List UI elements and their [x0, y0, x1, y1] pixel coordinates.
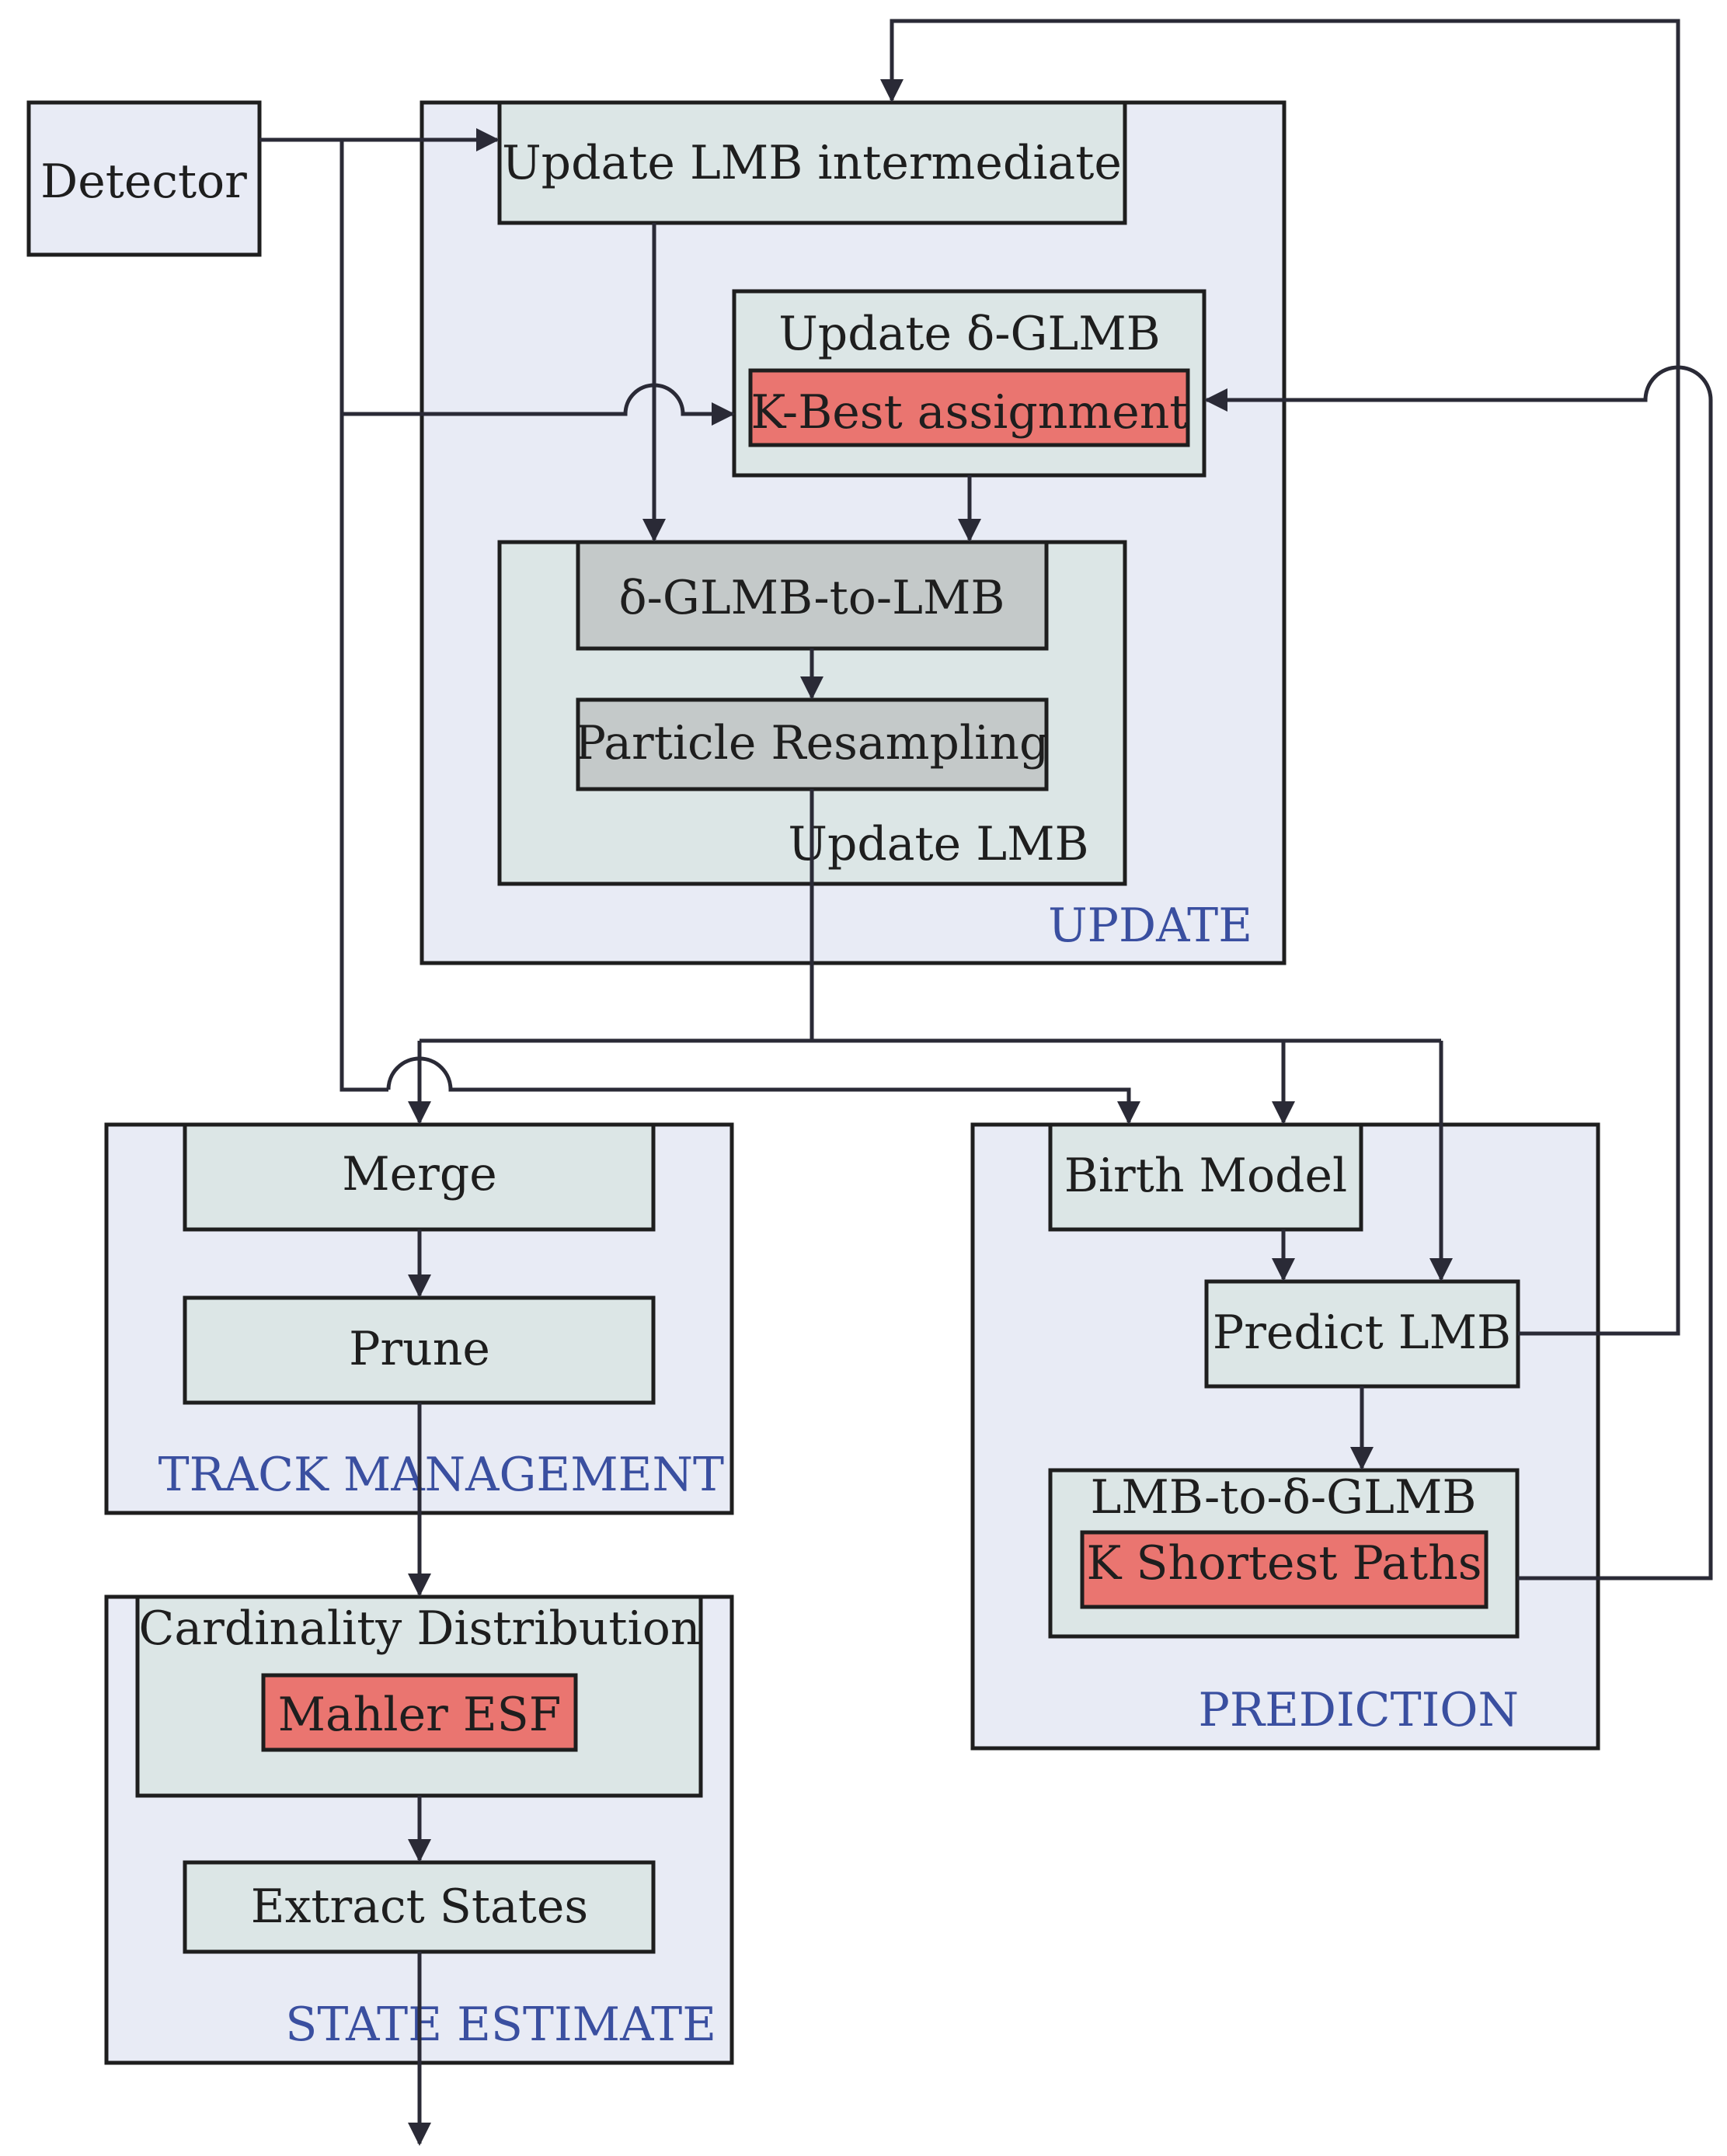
- predict-lmb-label: Predict LMB: [1213, 1306, 1511, 1360]
- kbest-assignment-label: K-Best assignment: [750, 385, 1188, 440]
- birth-model-label: Birth Model: [1064, 1149, 1347, 1203]
- detector-label: Detector: [40, 155, 247, 209]
- cardinality-distribution-block: [135, 1594, 703, 1798]
- particle-resampling-label: Particle Resampling: [575, 716, 1050, 770]
- glmb-to-lmb-block: [576, 540, 1049, 651]
- update-lmb-intermediate-block: [497, 100, 1127, 225]
- update-glmb-label: Update δ-GLMB: [778, 307, 1161, 361]
- merge-label: Merge: [342, 1147, 497, 1201]
- update-section-label: UPDATE: [1048, 899, 1252, 953]
- mahler-esf-block: [261, 1673, 578, 1752]
- prediction-section-label: PREDICTION: [1199, 1683, 1519, 1737]
- update-lmb-intermediate-label: Update LMB intermediate: [502, 136, 1122, 190]
- state-estimate-section-label: STATE ESTIMATE: [285, 1998, 716, 2052]
- k-shortest-paths-block: [1080, 1530, 1488, 1609]
- kbest-assignment-block: [748, 368, 1190, 447]
- particle-resampling-block: [576, 697, 1049, 791]
- detector-bus-line: [339, 140, 388, 1092]
- mahler-esf-label: Mahler ESF: [278, 1688, 562, 1742]
- merge-block: [183, 1122, 656, 1232]
- detector-block: [26, 100, 262, 257]
- extract-states-block: [183, 1860, 656, 1954]
- predict-lmb-block: [1204, 1279, 1520, 1389]
- extract-states-label: Extract States: [251, 1880, 588, 1934]
- birth-model-block: [1048, 1122, 1363, 1232]
- update-lmb-label: Update LMB: [788, 817, 1088, 871]
- prune-label: Prune: [349, 1322, 490, 1376]
- k-shortest-paths-label: K Shortest Paths: [1086, 1536, 1482, 1591]
- track-management-section-label: TRACK MANAGEMENT: [158, 1448, 724, 1502]
- glmb-to-lmb-label: δ-GLMB-to-LMB: [619, 571, 1005, 625]
- cardinality-distribution-label: Cardinality Distribution: [138, 1601, 700, 1656]
- lmb-to-glmb-label: LMB-to-δ-GLMB: [1091, 1470, 1477, 1525]
- detector-to-birth-arrow: [386, 1056, 1140, 1125]
- kshortest-to-kbest-feedback-arrow: [1204, 365, 1713, 1580]
- predict-to-intermediate-feedback-arrow: [880, 19, 1680, 1336]
